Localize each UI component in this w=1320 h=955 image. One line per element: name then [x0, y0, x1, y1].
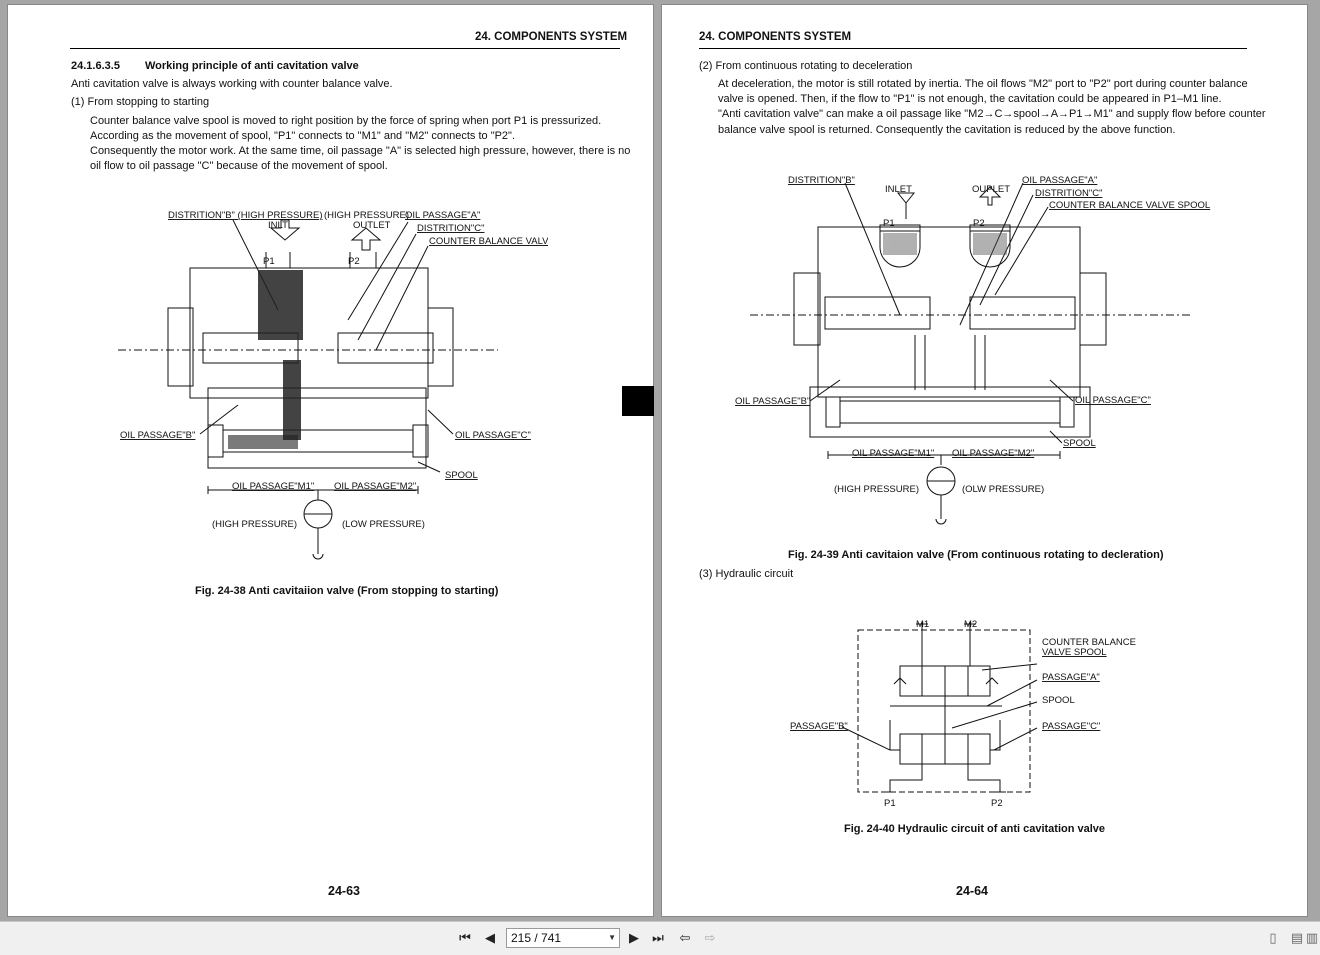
label-oil-passage-m1: OIL PASSAGE"M1" [232, 481, 314, 492]
circuit-label-p2: P2 [991, 798, 1003, 809]
circuit-label-passage-b: PASSAGE"B" [790, 721, 848, 732]
continuous-view-icon[interactable]: ▥ [1305, 931, 1319, 946]
label-distrition-b: DISTRITION"B" [788, 175, 855, 186]
anti-cavitation-valve-figure-starting: DISTRITION"B" (HIGH PRESSURE) (HIGH PRES… [118, 210, 548, 560]
item2-line-3: "Anti cavitation valve" can make a oil p… [718, 108, 1266, 120]
header-rule [699, 48, 1247, 49]
left-page: 24. COMPONENTS SYSTEM 24.1.6.3.5 Working… [7, 4, 654, 917]
item2-line-2: valve is opened. Then, if the flow to "P… [718, 93, 1222, 105]
label-oil-passage-c: OIL PASSAGE"C" [455, 430, 531, 441]
label-p2: P2 [973, 218, 985, 229]
circuit-label-m2: M2 [964, 619, 977, 630]
first-page-icon[interactable]: ⏮ [459, 931, 471, 946]
right-page: 24. COMPONENTS SYSTEM (2) From continuou… [661, 4, 1308, 917]
label-outlet: OUTLET [353, 220, 391, 231]
item1-line-2: According as the movement of spool, "P1"… [90, 130, 516, 142]
single-page-view-icon[interactable]: ▯ [1269, 931, 1277, 946]
label-oil-passage-m2: OIL PASSAGE"M2" [952, 448, 1034, 459]
figure-caption-2: Fig. 24-40 Hydraulic circuit of anti cav… [844, 823, 1106, 835]
item1-heading: (1) From stopping to starting [71, 96, 210, 108]
label-high-pressure: (HIGH PRESSURE) [212, 519, 297, 530]
label-inlet: INLET [885, 184, 912, 195]
intro-text: Anti cavitation valve is always working … [71, 78, 393, 90]
label-p1: P1 [263, 256, 275, 267]
label-high-pressure-top: (HIGH PRESSURE) [324, 210, 409, 221]
label-oil-passage-a: OIL PASSAGE"A" [405, 210, 480, 221]
next-page-icon[interactable]: ▶ [629, 931, 639, 946]
label-low-pressure: (LOW PRESSURE) [342, 519, 425, 530]
last-page-icon[interactable]: ⏭ [652, 931, 664, 946]
circuit-label-passage-a: PASSAGE"A" [1042, 672, 1100, 683]
item3-heading: (3) Hydraulic circuit [699, 568, 794, 580]
circuit-label-counter-balance: COUNTER BALANCE [1042, 637, 1136, 648]
circuit-label-passage-c: PASSAGE"C" [1042, 721, 1100, 732]
label-ouplet: OUPLET [972, 184, 1010, 195]
item2-line-1: At deceleration, the motor is still rota… [718, 78, 1248, 90]
item1-line-1: Counter balance valve spool is moved to … [90, 115, 602, 127]
label-counter-balance: COUNTER BALANCE VALVE SPOOL [1049, 200, 1210, 211]
label-high-pressure: (HIGH PRESSURE) [834, 484, 919, 495]
label-p2: P2 [348, 256, 360, 267]
page-number-value: 215 / 741 [511, 931, 562, 945]
previous-page-icon[interactable]: ◀ [485, 931, 495, 946]
two-page-view-icon[interactable]: ▤ [1290, 931, 1304, 946]
circuit-label-m1: M1 [916, 619, 929, 630]
viewer-toolbar: ⏮ ◀ 215 / 741 ▼ ▶ ⏭ ⇦ ⇨ ▯ ▤ ▥ [0, 921, 1320, 955]
label-p1: P1 [883, 218, 895, 229]
label-spool: SPOOL [445, 470, 478, 481]
item1-line-3: Consequently the motor work. At the same… [90, 145, 631, 157]
label-oil-passage-a: OIL PASSAGE"A" [1022, 175, 1097, 186]
page-number: 24-63 [328, 884, 360, 898]
chevron-down-icon[interactable]: ▼ [608, 933, 616, 942]
page-header: 24. COMPONENTS SYSTEM [699, 31, 852, 43]
label-distrition-c: DISTRITION"C" [417, 223, 484, 234]
label-oil-passage-b: OIL PASSAGE"B" [735, 396, 810, 407]
label-inlt: INLT [268, 220, 288, 231]
page-number-field[interactable]: 215 / 741 ▼ [506, 928, 620, 948]
item2-heading: (2) From continuous rotating to decelera… [699, 60, 913, 72]
page-boundary-marker [622, 386, 654, 416]
header-rule [70, 48, 620, 49]
label-oil-passage-c: OIL PASSAGE"C" [1075, 395, 1151, 406]
label-oil-passage-m1: OIL PASSAGE"M1" [852, 448, 934, 459]
label-low-pressure: (OLW PRESSURE) [962, 484, 1044, 495]
item2-line-4: balance valve spool is returned. Consequ… [718, 124, 1176, 136]
item1-line-4: oil flow to oil passage "C" because of t… [90, 160, 388, 172]
circuit-label-valve-spool: VALVE SPOOL [1042, 647, 1107, 658]
next-view-icon[interactable]: ⇨ [704, 931, 716, 946]
previous-view-icon[interactable]: ⇦ [679, 931, 691, 946]
label-counter-balance: COUNTER BALANCE VALVE SPOOL [429, 236, 548, 247]
anti-cavitation-valve-figure-deceleration: DISTRITION"B" INLET OUPLET OIL PASSAGE"A… [735, 175, 1210, 525]
section-title: Working principle of anti cavitation val… [145, 60, 359, 72]
label-spool: SPOOL [1063, 438, 1096, 449]
page-number: 24-64 [956, 884, 988, 898]
circuit-label-spool: SPOOL [1042, 695, 1075, 706]
circuit-label-p1: P1 [884, 798, 896, 809]
figure-caption: Fig. 24-38 Anti cavitaiion valve (From s… [195, 585, 499, 597]
page-header: 24. COMPONENTS SYSTEM [475, 31, 628, 43]
label-distrition-b: DISTRITION"B" (HIGH PRESSURE) [168, 210, 323, 221]
section-number: 24.1.6.3.5 [71, 60, 120, 72]
label-oil-passage-b: OIL PASSAGE"B" [120, 430, 195, 441]
hydraulic-circuit-diagram: M1 M2 COUNTER BALANCE VALVE SPOOL PASSAG… [790, 619, 1136, 809]
figure-caption-1: Fig. 24-39 Anti cavitaion valve (From co… [788, 549, 1164, 561]
label-distrition-c: DISTRITION"C" [1035, 188, 1102, 199]
label-oil-passage-m2: OIL PASSAGE"M2" [334, 481, 416, 492]
